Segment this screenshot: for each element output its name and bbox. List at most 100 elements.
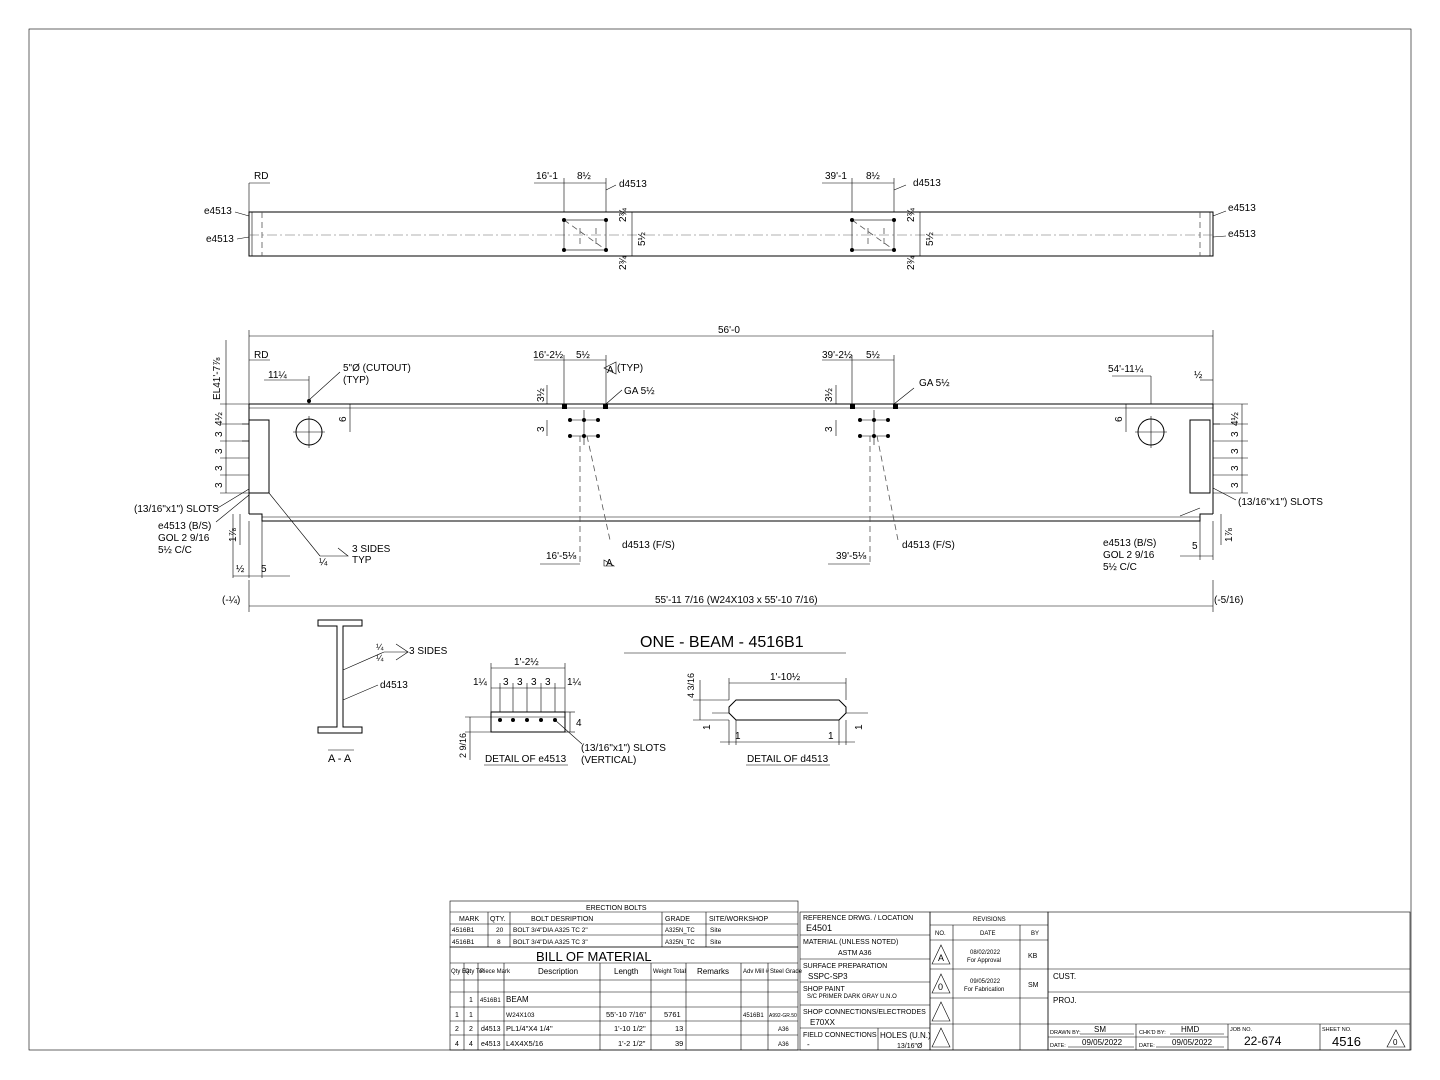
top-vdim-2: 5½ xyxy=(637,231,648,246)
right-end-angle xyxy=(1189,419,1211,494)
elev-bolt-group-1 xyxy=(562,404,611,566)
elev-section-mark-b: A xyxy=(606,558,613,569)
bom-title: BILL OF MATERIAL xyxy=(536,949,652,964)
elev-d-fs-2: d4513 (F/S) xyxy=(902,540,955,551)
elev-v-3-a: 3 xyxy=(536,426,547,432)
elev-dim-16-2: 16'-2½ xyxy=(533,350,564,361)
eb-r2-qty: 8 xyxy=(497,939,501,946)
top-bolt-group-1 xyxy=(562,218,608,252)
bom-r3-desc: PL1/4"X4 1/4" xyxy=(506,1024,553,1033)
elev-v-1-7-8-left: 1⅞ xyxy=(228,527,239,542)
bom-header-remarks: Remarks xyxy=(697,967,729,976)
info-field-value: - xyxy=(807,1040,810,1049)
elev-overall-dim: 56'-0 xyxy=(718,325,740,336)
elev-v-6-right: 6 xyxy=(1114,416,1125,422)
bom-r2-grade: A992-GR.50 xyxy=(769,1013,797,1019)
rev-r1-by: KB xyxy=(1028,953,1038,960)
top-dim-8-half-2: 8½ xyxy=(866,171,881,182)
elev-right-stack-2: 3 xyxy=(1230,431,1241,437)
bom-header-qty-tot: Qty Tot xyxy=(465,969,484,975)
tb-drawn-value: SM xyxy=(1094,1025,1106,1034)
bom-r1-desc: BEAM xyxy=(506,995,529,1004)
bill-of-material: BILL OF MATERIAL Qty Ea. Qty Tot Piece M… xyxy=(449,946,803,1051)
rev-r1-desc: For Approval xyxy=(967,958,1001,964)
rev-r2-date: 09/05/2022 xyxy=(970,979,1001,985)
top-e4513-label-4: e4513 xyxy=(1228,229,1256,240)
elev-right-stack-3: 3 xyxy=(1230,448,1241,454)
elev-weld-sides: 3 SIDES xyxy=(352,544,391,555)
elev-right-stack-5: 3 xyxy=(1230,482,1241,488)
info-ref-value: E4501 xyxy=(806,923,832,933)
section-aa-weld-1: ¼ xyxy=(376,642,384,652)
rev-r1-date: 08/02/2022 xyxy=(970,950,1001,956)
elev-dim-5-left: 5 xyxy=(261,564,267,575)
elev-left-stack-5: 3 xyxy=(214,482,225,488)
tb-job-value: 22-674 xyxy=(1244,1034,1282,1048)
tb-date-value: 09/05/2022 xyxy=(1082,1038,1123,1047)
section-aa-title: A - A xyxy=(328,753,352,765)
eb-r2-site: Site xyxy=(710,939,722,946)
bom-r4-qty-tot: 4 xyxy=(469,1041,473,1048)
bom-header-grade: Steel Grade xyxy=(770,969,803,975)
info-field-label: FIELD CONNECTIONS xyxy=(803,1032,877,1039)
info-paint-label: SHOP PAINT xyxy=(803,986,845,993)
eb-header-grade: GRADE xyxy=(665,916,690,923)
elev-e-bs-left-1: e4513 (B/S) xyxy=(158,521,211,532)
top-vdim-1: 2¾ xyxy=(618,207,629,222)
elev-left-stack-4: 3 xyxy=(214,465,225,471)
detail-d4513: 1'-10½ 4 3/16 1 1 1 1 DETAIL OF d4513 xyxy=(686,672,868,766)
rev-r2-by: SM xyxy=(1028,982,1039,989)
elev-el-label: EL41'-7⅞ xyxy=(212,357,223,400)
elev-dim-54: 54'-11¼ xyxy=(1108,363,1144,375)
top-e4513-label-2: e4513 xyxy=(206,234,234,245)
info-ref-label: REFERENCE DRWG. / LOCATION xyxy=(803,915,913,922)
elev-slots-right: (13/16"x1") SLOTS xyxy=(1238,497,1323,508)
elev-dim-39-5: 39'-5⅛ xyxy=(836,551,867,562)
detail-e-dim-1: 1¼ xyxy=(473,676,488,688)
top-vdim-4: 2¾ xyxy=(906,207,917,222)
info-holes-label: HOLES (U.N.) xyxy=(880,1031,931,1040)
top-d4513-label-2: d4513 xyxy=(913,178,941,189)
tb-job-label: JOB NO. xyxy=(1230,1027,1252,1033)
revisions-header-no: NO. xyxy=(935,931,946,937)
elev-dim-5-half-a: 5½ xyxy=(576,350,591,361)
eb-r1-mark: 4516B1 xyxy=(452,927,475,934)
detail-e-vertical: (VERTICAL) xyxy=(581,755,636,766)
detail-d-overall: 1'-10½ xyxy=(770,672,801,683)
rev-r2-no: 0 xyxy=(938,982,943,992)
elev-right-stack-1: 4½ xyxy=(1230,411,1241,426)
eb-r2-desc: BOLT 3/4"DIA A325 TC 3" xyxy=(513,939,588,946)
bom-r4-grade: A36 xyxy=(778,1042,789,1048)
elev-v-6-left: 6 xyxy=(338,416,349,422)
info-surf-value: SSPC-SP3 xyxy=(808,972,848,981)
top-vdim-6: 2¾ xyxy=(906,255,917,270)
elev-e-bs-right-3: 5½ C/C xyxy=(1103,562,1137,573)
detail-d-title: DETAIL OF d4513 xyxy=(747,754,829,765)
section-aa-d-label: d4513 xyxy=(380,680,408,691)
bom-header-length: Length xyxy=(614,967,638,976)
detail-e4513: 1'-2½ 1¼ 3 3 3 3 1¼ 4 2 9/16 (13/16"x1")… xyxy=(458,657,666,766)
section-aa-sides: 3 SIDES xyxy=(409,646,448,657)
eb-header-site: SITE/WORKSHOP xyxy=(709,916,768,923)
eb-r2-mark: 4516B1 xyxy=(452,939,475,946)
section-aa-weld-2: ¼ xyxy=(376,653,384,663)
elev-dim-16-5: 16'-5⅛ xyxy=(546,551,577,562)
bom-r2-weight: 5761 xyxy=(664,1010,681,1019)
bom-header-qty-ea: Qty Ea. xyxy=(451,969,471,975)
bom-r1-piece: 4516B1 xyxy=(480,998,501,1004)
elev-weld-typ: TYP xyxy=(352,555,372,566)
elev-left-stack-3: 3 xyxy=(214,448,225,454)
top-vdim-5: 5½ xyxy=(925,231,936,246)
elev-ga-2: GA 5½ xyxy=(919,378,950,389)
elev-dim-half-left: ½ xyxy=(236,564,245,575)
elev-weld-size: ¼ xyxy=(319,556,328,568)
revisions-block: REVISIONS NO. DATE BY A 08/02/2022 For A… xyxy=(929,911,1049,1051)
eb-r2-grade: A325N_TC xyxy=(665,940,695,946)
detail-e-overall: 1'-2½ xyxy=(514,657,539,668)
detail-e-title: DETAIL OF e4513 xyxy=(485,754,567,765)
detail-e-dim-3: 3 xyxy=(517,677,523,688)
bom-header-desc: Description xyxy=(538,967,578,976)
revisions-header-date: DATE xyxy=(980,931,996,937)
detail-e-slots: (13/16"x1") SLOTS xyxy=(581,743,666,754)
